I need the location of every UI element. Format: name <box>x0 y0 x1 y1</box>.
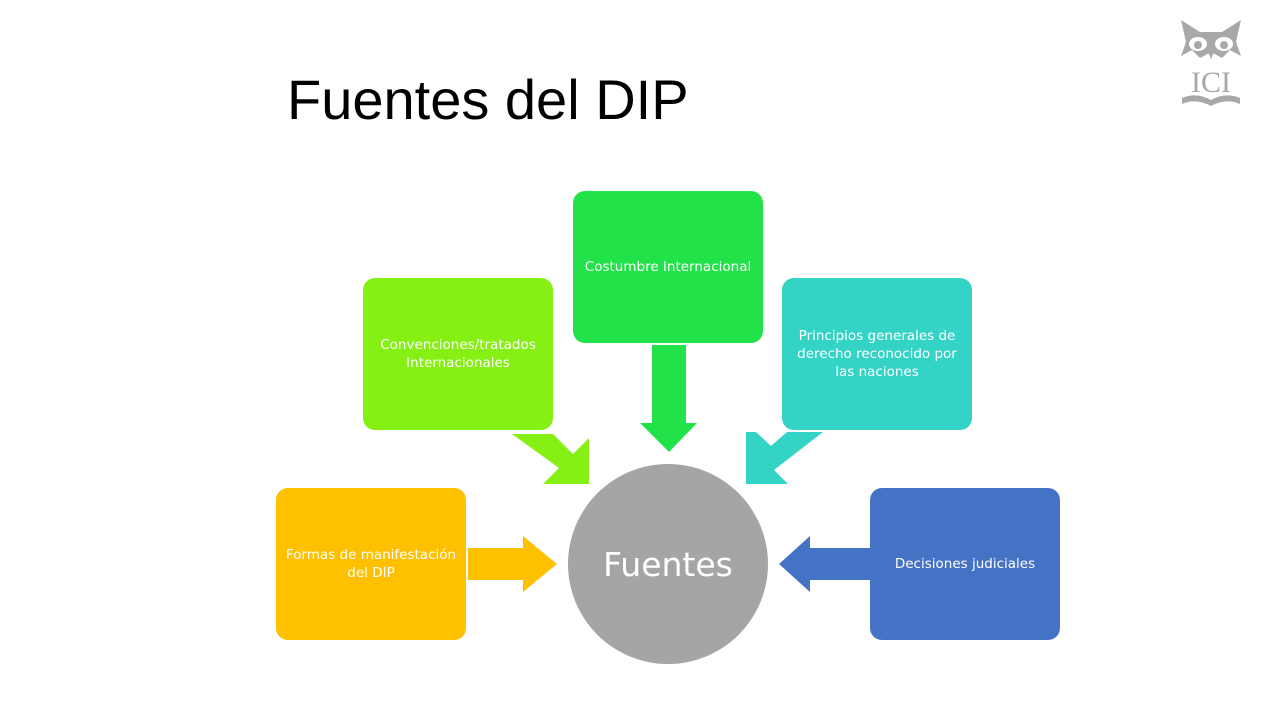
logo-text: ICI <box>1191 66 1231 99</box>
arrow-decisiones <box>779 536 870 592</box>
source-label: Convenciones/tratados Internacionales <box>380 336 536 371</box>
ici-owl-logo: ICI <box>1181 20 1241 106</box>
slide-title: Fuentes del DIP <box>287 68 689 131</box>
center-label: Fuentes <box>603 544 733 584</box>
arrow-costumbre <box>640 345 697 452</box>
source-box-formas: Formas de manifestación del DIP <box>276 488 466 640</box>
source-box-convenciones: Convenciones/tratados Internacionales <box>363 278 553 430</box>
source-label: Formas de manifestación del DIP <box>285 546 457 581</box>
source-label: Costumbre Internacional <box>584 258 752 275</box>
arrow-convenciones <box>512 434 589 484</box>
source-box-costumbre: Costumbre Internacional <box>573 191 763 343</box>
arrow-formas <box>468 536 557 592</box>
source-box-principios: Principios generales de derecho reconoci… <box>782 278 972 430</box>
source-label: Decisiones judiciales <box>894 555 1036 572</box>
source-label: Principios generales de derecho reconoci… <box>797 327 957 381</box>
arrow-principios <box>746 432 823 484</box>
center-circle: Fuentes <box>568 464 768 664</box>
source-box-decisiones: Decisiones judiciales <box>870 488 1060 640</box>
book-icon <box>1182 95 1240 106</box>
